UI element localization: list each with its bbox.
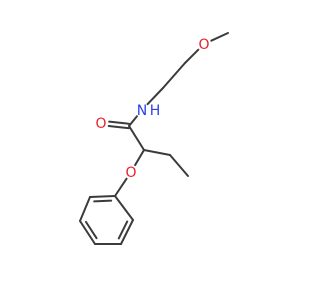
bond-c2-nh bbox=[146, 87, 164, 106]
bond-co_c-co_o-b bbox=[107, 125, 130, 130]
bond-r1-r2 bbox=[89, 195, 116, 198]
atom-label-o-co_o: O bbox=[95, 116, 106, 132]
bond-ome_c-ome_o bbox=[210, 32, 229, 42]
bond-r1-r2-inner bbox=[93, 199, 113, 203]
atom-label-hydrogen-nh: H bbox=[150, 103, 161, 119]
bond-et1-et2 bbox=[169, 154, 189, 177]
bond-r6-r1 bbox=[114, 195, 134, 221]
bonds-layer bbox=[79, 32, 229, 245]
bond-ome_o-c1 bbox=[184, 48, 200, 64]
atom-ph_o-background bbox=[124, 165, 138, 179]
bond-r5-r6-inner bbox=[117, 220, 129, 240]
bond-ph_o-r1 bbox=[114, 177, 128, 197]
bond-nh-co_c bbox=[128, 115, 138, 127]
bond-r2-r3 bbox=[79, 196, 91, 222]
bond-r5-r6 bbox=[120, 219, 134, 245]
atom-nh-background bbox=[135, 103, 149, 117]
bond-ch-ph_o bbox=[134, 149, 145, 167]
bond-co_c-ch bbox=[128, 125, 145, 151]
atom-label-o-ome_o: O bbox=[198, 37, 209, 53]
atom-ome_o-background bbox=[197, 37, 211, 51]
bond-ch-et1 bbox=[143, 149, 171, 156]
bond-co_c-co_o-a bbox=[108, 120, 131, 125]
atom-co_o-background bbox=[94, 116, 108, 130]
atom-label-o-ph_o: O bbox=[125, 165, 136, 181]
bond-r3-r4-inner bbox=[84, 220, 98, 240]
atom-label-n-nh: N bbox=[137, 103, 147, 119]
bond-c1-c2 bbox=[162, 62, 186, 89]
bond-r3-r4 bbox=[79, 220, 96, 245]
